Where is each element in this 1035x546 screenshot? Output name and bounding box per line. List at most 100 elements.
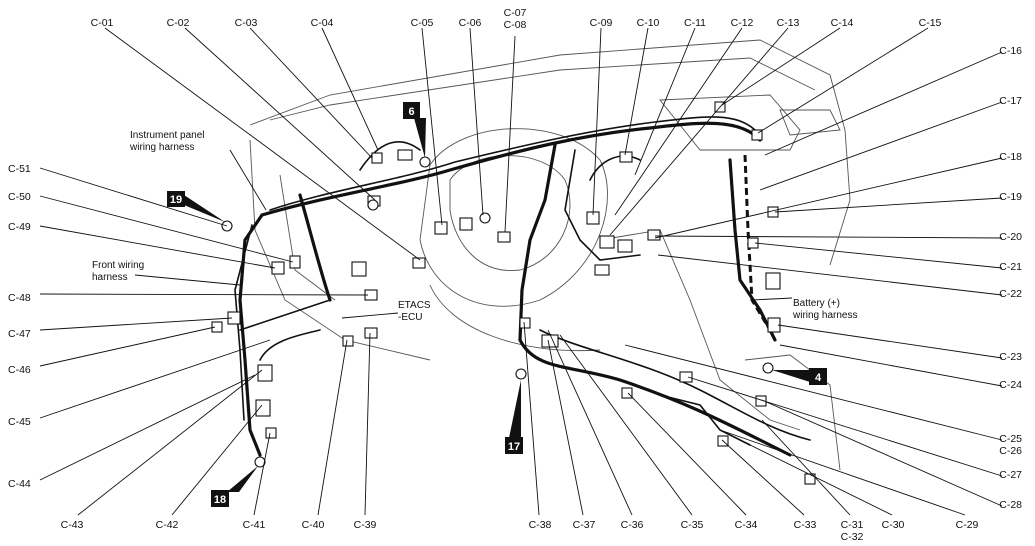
connector-block [255, 399, 271, 417]
svg-text:Instrument panel: Instrument panel [130, 130, 205, 141]
caption-instrument-panel-harness: Instrument panel wiring harness [129, 130, 205, 153]
connector-block [541, 334, 559, 348]
svg-text:-ECU: -ECU [398, 312, 422, 323]
svg-text:Battery (+): Battery (+) [793, 298, 840, 309]
svg-text:18: 18 [214, 494, 226, 506]
svg-text:harness: harness [92, 272, 128, 283]
label-c-49: C-49 [8, 221, 31, 233]
label-c-24: C-24 [999, 379, 1022, 391]
label-c-18: C-18 [999, 151, 1022, 163]
top-connector-labels: C-01 C-02 C-03 C-04 C-05 C-06 C-07 C-08 … [91, 7, 942, 31]
svg-text:17: 17 [508, 441, 520, 453]
connector-block [497, 231, 511, 243]
ground-point [479, 212, 491, 224]
ground-point [762, 362, 774, 374]
ground-point [515, 368, 527, 380]
ground-badge-6: 6 [403, 102, 426, 158]
label-c-29: C-29 [956, 519, 979, 531]
svg-text:wiring harness: wiring harness [792, 310, 857, 321]
label-c-22: C-22 [999, 288, 1022, 300]
connector-block [351, 261, 367, 277]
ground-badge-17: 17 [505, 380, 523, 454]
label-c-40: C-40 [302, 519, 325, 531]
connector-block [804, 473, 816, 485]
label-c-38: C-38 [529, 519, 552, 531]
connector-block [459, 217, 473, 231]
svg-text:6: 6 [408, 106, 414, 118]
right-connector-labels: C-16 C-17 C-18 C-19 C-20 C-21 C-22 C-23 … [999, 45, 1022, 511]
bottom-connector-labels: C-29 C-30 C-31 C-32 C-33 C-34 C-35 C-36 … [61, 519, 979, 543]
ground-badge-18: 18 [211, 466, 258, 507]
svg-text:wiring harness: wiring harness [129, 142, 194, 153]
label-c-10: C-10 [637, 17, 660, 29]
connector-block [257, 364, 273, 382]
label-c-36: C-36 [621, 519, 644, 531]
connector-block [621, 387, 633, 399]
connector-block [211, 321, 223, 333]
label-c-17: C-17 [999, 95, 1022, 107]
label-c-43: C-43 [61, 519, 84, 531]
connector-block [647, 229, 661, 241]
label-c-09: C-09 [590, 17, 613, 29]
label-c-19: C-19 [999, 191, 1022, 203]
connector-block [265, 427, 277, 439]
label-c-31: C-31 [841, 519, 864, 531]
label-c-05: C-05 [411, 17, 434, 29]
svg-text:Front wiring: Front wiring [92, 260, 144, 271]
label-c-51: C-51 [8, 163, 31, 175]
svg-text:19: 19 [170, 194, 182, 206]
left-connector-labels: C-44 C-45 C-46 C-47 C-48 C-49 C-50 C-51 [8, 163, 31, 490]
label-c-14: C-14 [831, 17, 854, 29]
label-c-02: C-02 [167, 17, 190, 29]
label-c-46: C-46 [8, 364, 31, 376]
label-c-32: C-32 [841, 531, 864, 543]
ground-point [367, 199, 379, 211]
label-c-26: C-26 [999, 445, 1022, 457]
ground-point [254, 456, 266, 468]
connector-block [679, 371, 693, 383]
label-c-04: C-04 [311, 17, 334, 29]
label-c-33: C-33 [794, 519, 817, 531]
connector-block [751, 129, 763, 141]
connector-block [434, 221, 448, 235]
label-c-11: C-11 [684, 17, 706, 29]
label-c-50: C-50 [8, 191, 31, 203]
label-c-21: C-21 [999, 261, 1022, 273]
connector-block [289, 255, 301, 269]
ground-point [419, 156, 431, 168]
label-c-35: C-35 [681, 519, 704, 531]
ground-badge-19: 19 [167, 191, 225, 222]
label-c-45: C-45 [8, 416, 31, 428]
caption-etacs-ecu: ETACS -ECU [398, 300, 431, 323]
label-c-39: C-39 [354, 519, 377, 531]
connector-block [342, 335, 354, 347]
connector-block [519, 317, 531, 329]
label-c-20: C-20 [999, 231, 1022, 243]
label-c-30: C-30 [882, 519, 905, 531]
caption-battery-harness: Battery (+) wiring harness [792, 298, 857, 321]
connector-block [397, 149, 413, 161]
connector-block [271, 261, 285, 275]
label-c-27: C-27 [999, 469, 1022, 481]
label-c-42: C-42 [156, 519, 179, 531]
connector-block [364, 327, 378, 339]
label-c-34: C-34 [735, 519, 758, 531]
ground-badge-4: 4 [772, 368, 827, 385]
connectors [211, 101, 816, 485]
label-c-37: C-37 [573, 519, 596, 531]
label-c-23: C-23 [999, 351, 1022, 363]
label-c-08: C-08 [504, 19, 527, 31]
label-c-12: C-12 [731, 17, 754, 29]
label-c-15: C-15 [919, 17, 942, 29]
connector-block [617, 239, 633, 253]
connector-block [594, 264, 610, 276]
label-c-28: C-28 [999, 499, 1022, 511]
label-c-25: C-25 [999, 433, 1022, 445]
leader-lines [39, 27, 1003, 516]
connector-block [599, 235, 615, 249]
label-c-16: C-16 [999, 45, 1022, 57]
connector-block [619, 151, 633, 163]
label-c-06: C-06 [459, 17, 482, 29]
label-c-44: C-44 [8, 478, 31, 490]
